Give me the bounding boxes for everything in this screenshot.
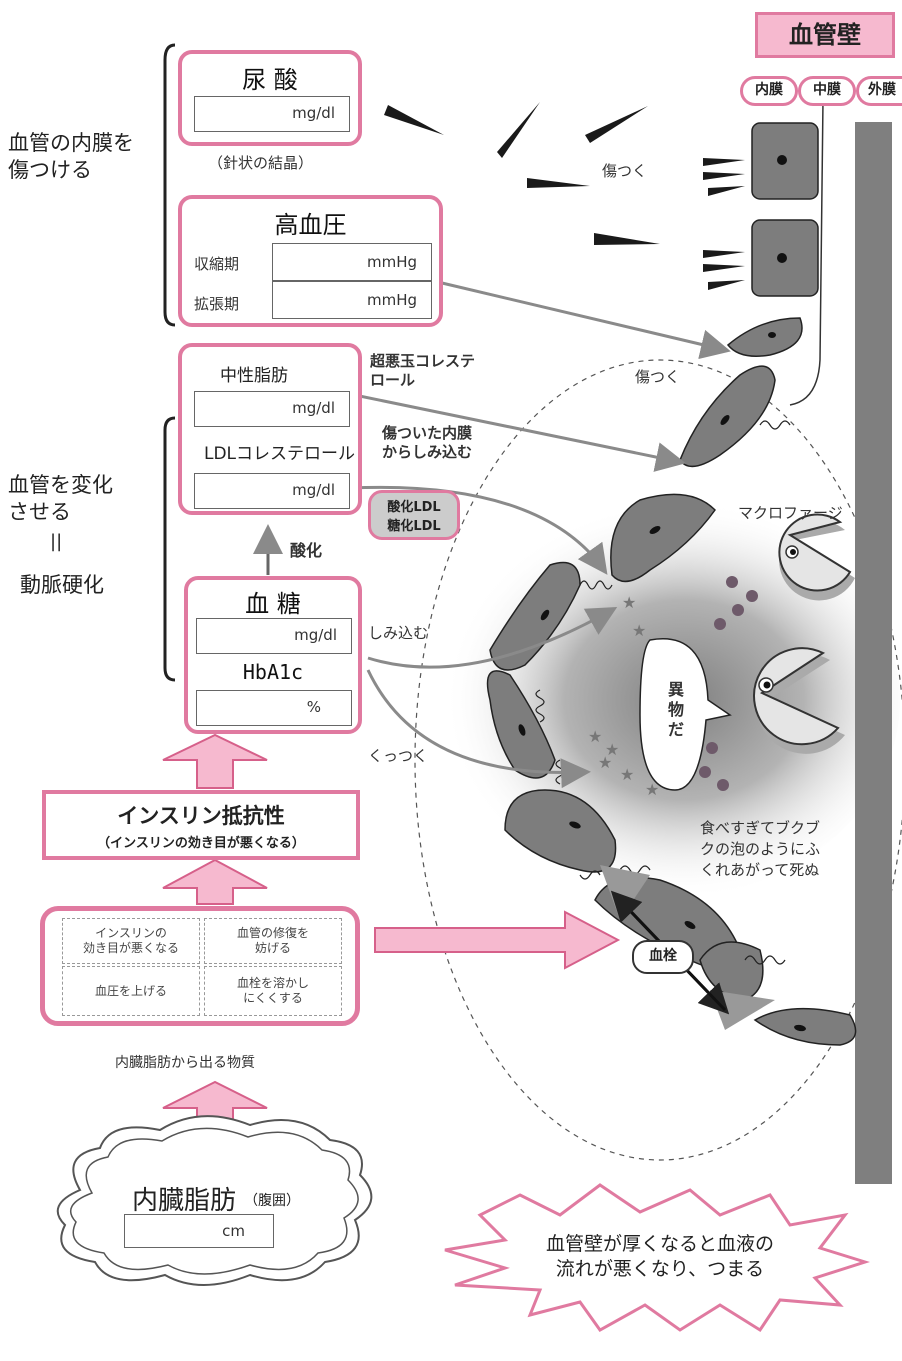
uric-acid-field[interactable]: mg/dl [194,96,350,132]
insulin-resistance-subtitle: （インスリンの効き目が悪くなる） [97,836,305,851]
systolic-field[interactable]: mmHg [272,243,432,281]
vessel-wall-title: 血管壁 [755,12,895,58]
triglyceride-label: 中性脂肪 [220,366,288,386]
svg-text:★: ★ [588,727,602,746]
svg-text:★: ★ [598,753,612,772]
uric-acid-title: 尿 酸 [242,66,298,94]
svg-text:★: ★ [632,621,646,640]
diastolic-field[interactable]: mmHg [272,281,432,319]
lipids-card: 中性脂肪 mg/dl LDLコレステロール mg/dl [178,343,362,515]
substance-thrombus: 血栓を溶かし にくくする [204,966,342,1016]
hypertension-card: 高血圧 収縮期 mmHg 拡張期 mmHg [178,195,443,327]
diastolic-label: 拡張期 [194,295,240,313]
uric-acid-note: （針状の結晶） [208,154,314,172]
plaque-region [414,359,902,1161]
hba1c-label: HbA1c [242,660,304,684]
annot-foreign: 異 物 だ [668,680,685,739]
label-arteriosclerosis: 動脈硬化 [20,573,104,597]
thrombus-tag: 血栓 [632,940,694,974]
endothelial-cells [486,122,857,1046]
label-equals: || [50,531,63,552]
annot-stick: くっつく [368,747,429,765]
hypertension-title: 高血圧 [274,211,347,239]
svg-text:★: ★ [622,593,636,612]
annot-sdldl: 超悪玉コレステ ロール [370,352,476,389]
hba1c-field[interactable]: % [196,690,352,726]
svg-text:★: ★ [605,740,619,759]
visceral-fat-title: 内臓脂肪 [132,1186,237,1216]
speech-bubble [639,638,732,791]
annot-hurt1: 傷つく [602,162,648,180]
oxidation-label: 酸化 [290,541,323,560]
label-change-vessel: 血管を変化 させる [8,473,113,524]
layer-media: 中膜 [798,76,856,106]
ldl-label: LDLコレステロール [204,444,356,464]
annot-hurt2: 傷つく [635,368,681,386]
triglyceride-field[interactable]: mg/dl [194,391,350,427]
visceral-fat-note: （腹囲） [244,1193,300,1209]
annot-seep: しみ込む [368,624,429,642]
waist-field[interactable]: cm [124,1214,274,1248]
svg-text:★: ★ [645,780,659,799]
warning-burst [444,1183,870,1333]
oxidized-ldl-tag: 酸化LDL 糖化LDL [368,490,460,540]
burst-message: 血管壁が厚くなると血液の 流れが悪くなり、つまる [545,1233,774,1280]
glucose-card: 血 糖 mg/dl HbA1c % [184,576,362,734]
layer-adventitia: 外膜 [856,76,902,106]
annot-overeat: 食べすぎてブクブ クの泡のようにふ くれあがって死ぬ [700,819,821,879]
substances-caption: 内臓脂肪から出る物質 [115,1055,255,1071]
insulin-resistance-box: インスリン抵抗性 （インスリンの効き目が悪くなる） [42,790,360,860]
svg-text:★: ★ [620,765,634,784]
glucose-title: 血 糖 [245,590,301,618]
crystal-needles [384,102,745,290]
substance-bp: 血圧を上げる [62,966,200,1016]
annot-macrophage: マクロファージ [738,504,843,522]
annot-seep-damaged: 傷ついた内膜 からしみ込む [382,424,473,461]
uric-acid-card: 尿 酸 mg/dl [178,50,362,146]
ldl-field[interactable]: mg/dl [194,473,350,509]
substance-insulin: インスリンの 効き目が悪くなる [62,918,200,964]
insulin-resistance-title: インスリン抵抗性 [117,804,285,828]
glucose-field[interactable]: mg/dl [196,618,352,654]
vessel-wall-bar [855,122,892,1184]
layer-intima: 内膜 [740,76,798,106]
systolic-label: 収縮期 [194,255,240,273]
macrophage-icons [753,513,855,754]
label-injure-intima: 血管の内膜を 傷つける [8,131,134,182]
substance-repair: 血管の修復を 妨げる [204,918,342,964]
intima-line [789,99,824,406]
